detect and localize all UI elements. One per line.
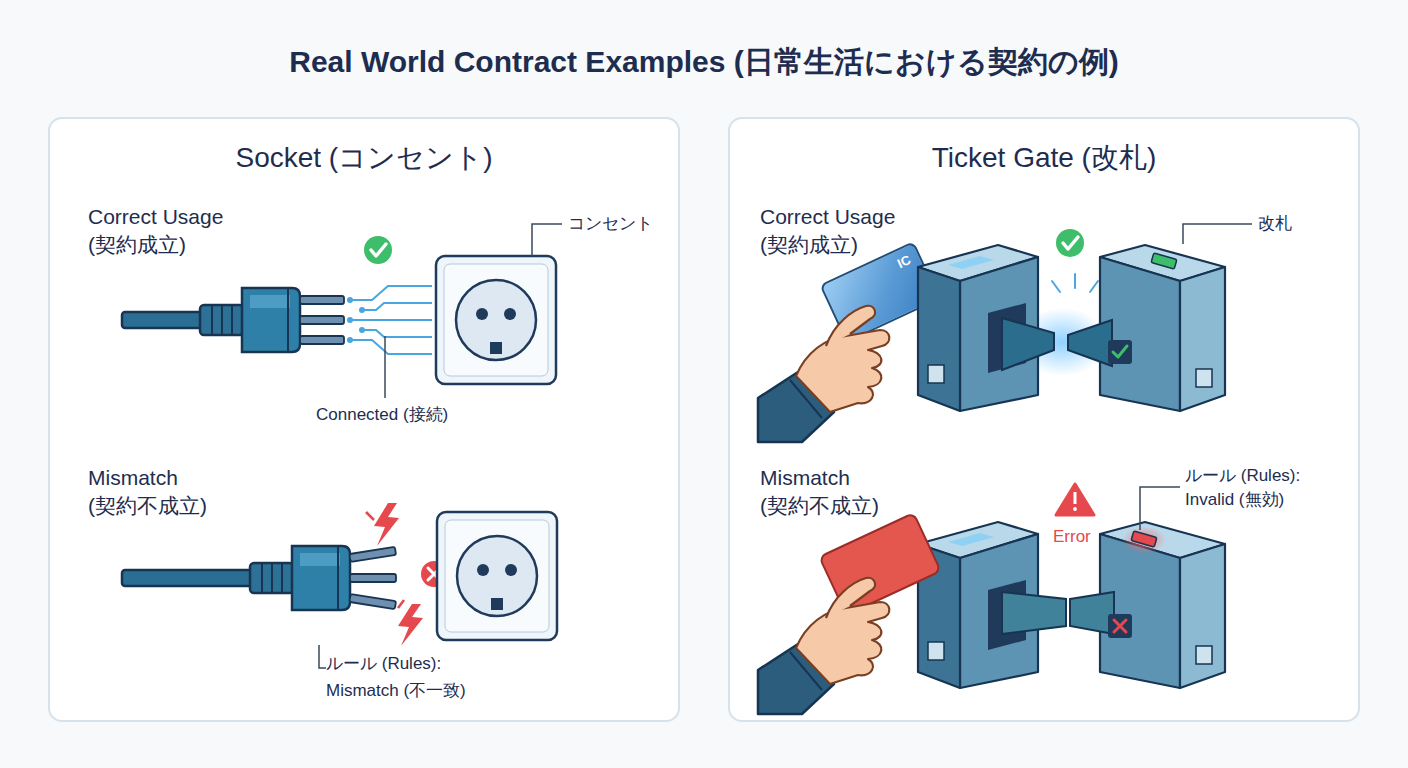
hand (758, 578, 889, 714)
status-note: Connected (接続) (316, 404, 516, 426)
warning-symbol (1073, 507, 1077, 511)
check-badge (371, 244, 386, 256)
part-name: 改札 (1258, 213, 1338, 235)
diagram-title: Real World Contract Examples (日常生活における契約… (0, 42, 1408, 82)
rule-note: ルール (Rules): Mismatch (不一致) (326, 650, 501, 704)
ic-card: IC (819, 241, 940, 343)
spark-symbol (398, 604, 423, 646)
light-rays (1052, 274, 1098, 292)
light-rays (1052, 281, 1060, 292)
leader-line (319, 645, 326, 668)
warning-symbol (1056, 484, 1094, 515)
rule-note: ルール (Rules): Invalid (無効) (1185, 464, 1325, 512)
part-name: コンセント (568, 213, 688, 235)
current-lines (350, 286, 432, 354)
status-display (1108, 340, 1132, 364)
plug-prongs (300, 296, 344, 344)
plug-prongs (349, 594, 396, 609)
power-plug (200, 288, 300, 352)
usage-caption: Correct Usage (契約成立) (760, 203, 925, 259)
invalid-card (819, 513, 940, 615)
plug-prongs (300, 296, 344, 304)
status-display (1108, 614, 1132, 638)
light-glow (1122, 526, 1166, 554)
current-lines (350, 340, 432, 354)
light-glow (1016, 308, 1108, 376)
current-dots (359, 307, 365, 313)
status-display (1108, 614, 1132, 638)
check-badge (1063, 237, 1078, 249)
light-rays (1074, 274, 1076, 288)
ticket-gate (918, 522, 1038, 688)
usage-caption: Mismatch (契約不成立) (760, 464, 910, 520)
hand (758, 306, 889, 442)
gate-flap (1002, 318, 1054, 370)
usage-caption: Correct Usage (契約成立) (88, 203, 253, 259)
current-dots (347, 337, 353, 343)
leader-line (1140, 487, 1180, 530)
plug-prongs (300, 336, 344, 344)
socket-outlet (437, 512, 557, 640)
status-lamp (1131, 531, 1157, 547)
leader-line (1183, 224, 1252, 244)
ticket-gate (1100, 522, 1225, 688)
gate-flap (1070, 592, 1114, 634)
ticket-gate (918, 245, 1038, 411)
current-dots (359, 327, 365, 333)
spark-symbol (366, 512, 404, 608)
check-badge (364, 236, 392, 264)
gate-flap (1002, 592, 1066, 634)
ticket-gate (1100, 245, 1225, 411)
warning-symbol (1074, 492, 1077, 504)
cross-badge (428, 568, 440, 580)
current-dots (347, 317, 353, 323)
power-plug (250, 546, 350, 610)
check-badge (1056, 229, 1084, 257)
power-cable (122, 570, 256, 586)
check-badge (364, 236, 392, 264)
status-display (1108, 340, 1132, 364)
plug-prongs (350, 574, 396, 582)
panel-heading: Socket (コンセント) (50, 140, 678, 176)
leader-line (384, 336, 386, 398)
socket-outlet (436, 256, 556, 384)
power-cable (122, 312, 206, 328)
check-badge (1056, 229, 1084, 257)
error-text: Error (1053, 526, 1113, 548)
current-lines (362, 330, 432, 337)
spark-symbol (366, 503, 423, 646)
status-display (1113, 346, 1127, 357)
panel-heading: Ticket Gate (改札) (730, 140, 1358, 176)
current-lines (350, 319, 432, 321)
spark-symbol (374, 503, 399, 546)
current-lines (350, 286, 432, 300)
light-rays (1090, 281, 1098, 292)
card-text: IC (895, 252, 913, 271)
gate-flap (1068, 320, 1112, 366)
warning-symbol (1056, 484, 1094, 515)
cross-badge (421, 561, 447, 587)
leader-line (532, 224, 562, 256)
status-lamp (1151, 253, 1177, 269)
plug-prongs (349, 547, 396, 562)
current-dots (347, 297, 353, 303)
plug-prongs (300, 316, 344, 324)
plug-prongs (349, 547, 396, 609)
status-display (1114, 620, 1126, 632)
cross-badge (421, 561, 447, 587)
usage-caption: Mismatch (契約不成立) (88, 464, 238, 520)
current-lines (362, 303, 432, 310)
current-dots (347, 297, 365, 343)
